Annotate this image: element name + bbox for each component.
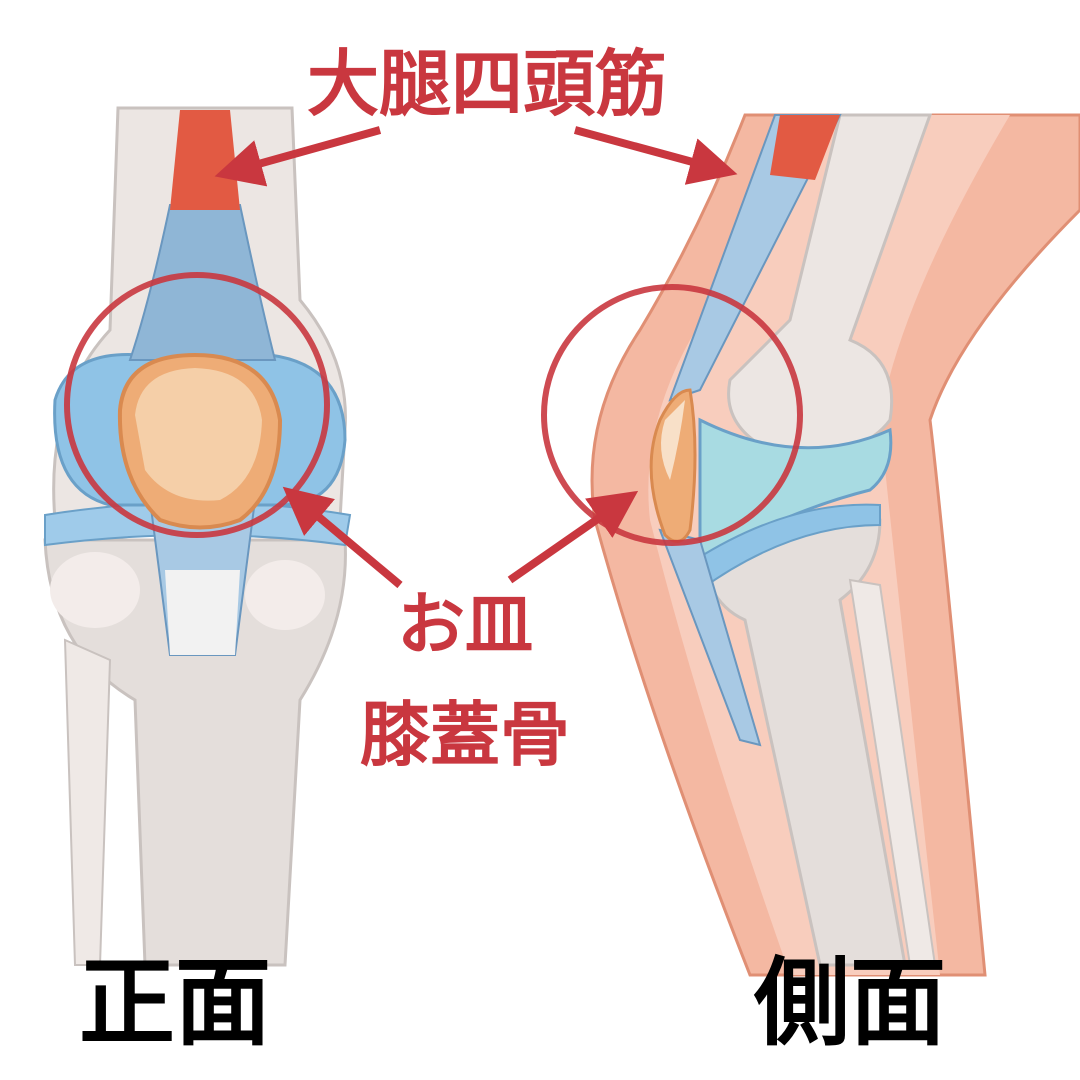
ligament-lower bbox=[165, 570, 240, 655]
highlight-circle-front bbox=[64, 272, 330, 538]
condyle-right bbox=[245, 560, 325, 630]
quadriceps-tendon bbox=[128, 204, 277, 361]
arrow-to-front-patella bbox=[282, 486, 403, 589]
label-side-view: 側面 bbox=[754, 947, 946, 1059]
meniscus-side bbox=[693, 503, 881, 592]
patella-side-highlight bbox=[661, 400, 685, 480]
patella-highlight bbox=[135, 368, 262, 501]
quadriceps-muscle-side bbox=[770, 115, 840, 180]
label-plate: お皿 bbox=[396, 586, 534, 665]
fibula-side bbox=[848, 578, 937, 966]
arrow-to-side-muscle bbox=[573, 126, 738, 185]
quadriceps-muscle-front bbox=[170, 110, 240, 210]
label-front-view: 正面 bbox=[79, 947, 271, 1059]
condyle-left bbox=[50, 552, 140, 628]
arrow-to-front-muscle bbox=[214, 126, 382, 187]
arrow-to-side-patella bbox=[507, 490, 639, 584]
label-quadriceps: 大腿四頭筋 bbox=[306, 42, 668, 126]
side-view-knee bbox=[590, 113, 1080, 977]
fibula-front bbox=[63, 638, 112, 966]
front-view-knee bbox=[43, 106, 352, 967]
highlight-circle-side bbox=[541, 284, 803, 546]
label-patella: 膝蓋骨 bbox=[360, 694, 570, 776]
